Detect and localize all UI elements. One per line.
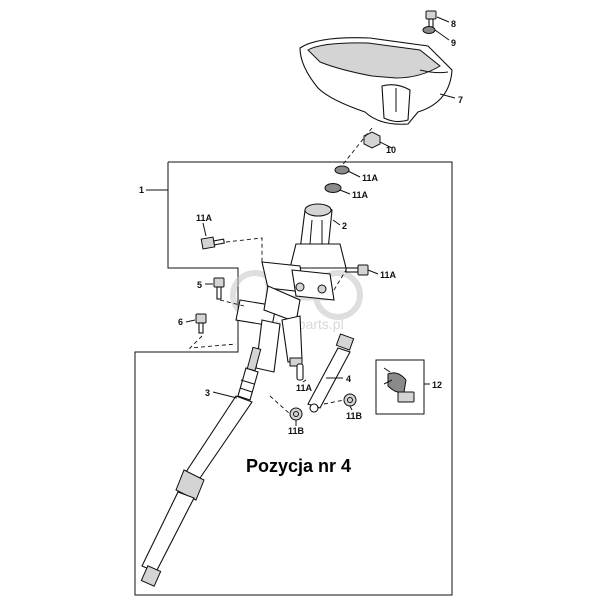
callout-1: 1 [139,185,144,195]
callout-8: 8 [451,19,456,29]
part-7-cover [299,37,453,125]
callout-11a-left: 11A [196,213,213,223]
part-9-washer [422,26,436,34]
callout-11a-top: 11A [362,173,379,183]
part-5-bolt [213,277,225,300]
assembly-frame [134,161,453,596]
callout-5: 5 [197,280,202,290]
part-11a-washer-second [324,183,342,193]
position-label: Pozycja nr 4 [246,456,351,476]
part-11a-bolt-left [200,236,225,250]
part-10-nut [363,131,381,149]
callout-6: 6 [178,317,183,327]
callout-11a-second: 11A [352,190,369,200]
leader-lines [146,16,456,426]
callout-3: 3 [205,388,210,398]
callout-11a-pin: 11A [296,383,313,393]
part-2-column-housing [289,203,347,269]
callout-4: 4 [346,374,351,384]
callout-9: 9 [451,38,456,48]
part-8-bolt [425,10,437,28]
callout-7: 7 [458,95,463,105]
callout-11b-right: 11B [346,411,363,421]
part-11a-washer-top [334,165,350,175]
callout-11a-right: 11A [380,270,397,280]
mounting-bracket [235,261,335,327]
part-3-steering-shaft [140,346,262,587]
part-12-switch [375,359,425,415]
callout-11b-left: 11B [288,426,305,436]
callout-2: 2 [342,221,347,231]
part-6-bolt [195,313,207,334]
callout-10: 10 [386,145,396,155]
tilt-linkage [255,315,303,373]
part-11b-bushing-right [343,393,357,407]
callout-12: 12 [432,380,442,390]
part-11b-bushing-left [289,407,303,421]
part-11a-pin [296,363,304,381]
